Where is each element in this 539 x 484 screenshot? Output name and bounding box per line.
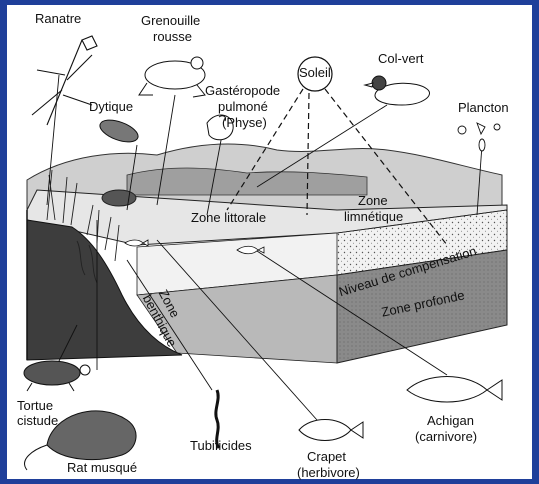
frog-illustration	[139, 57, 205, 97]
label-grenouille-line2: rousse	[153, 29, 192, 44]
label-tortue-line2: cistude	[17, 413, 58, 428]
muskrat-lodge	[102, 190, 136, 206]
label-col-vert: Col-vert	[378, 51, 424, 66]
label-gasteropode-line1: Gastéropode	[205, 83, 280, 98]
duck-illustration	[365, 76, 429, 105]
label-soleil: Soleil	[299, 65, 331, 80]
label-grenouille-line1: Grenouille	[141, 13, 200, 28]
label-zone-littorale: Zone littorale	[191, 210, 266, 225]
turtle-illustration	[24, 361, 90, 391]
plankton-illustration	[458, 123, 500, 151]
label-rat-musque: Rat musqué	[67, 460, 137, 475]
label-zone-limnetique-line2: limnétique	[344, 209, 403, 224]
label-dytique: Dytique	[89, 99, 133, 114]
label-plancton: Plancton	[458, 100, 509, 115]
lake-ecosystem-diagram	[7, 5, 532, 479]
dytique-illustration	[97, 116, 141, 147]
label-gasteropode-line2: pulmoné	[218, 99, 268, 114]
label-ranatre: Ranatre	[35, 11, 81, 26]
label-tortue-line1: Tortue	[17, 398, 53, 413]
label-zone-limnetique-line1: Zone	[358, 193, 388, 208]
label-crapet-line2: (herbivore)	[297, 465, 360, 480]
crapet-illustration	[299, 420, 363, 441]
label-achigan-line1: Achigan	[427, 413, 474, 428]
label-achigan-line2: (carnivore)	[415, 429, 477, 444]
label-crapet-line1: Crapet	[307, 449, 346, 464]
achigan-illustration	[407, 377, 502, 403]
label-gasteropode-line3: (Physe)	[222, 115, 267, 130]
label-tubificides: Tubificides	[190, 438, 252, 453]
ranatre-illustration	[32, 36, 97, 125]
